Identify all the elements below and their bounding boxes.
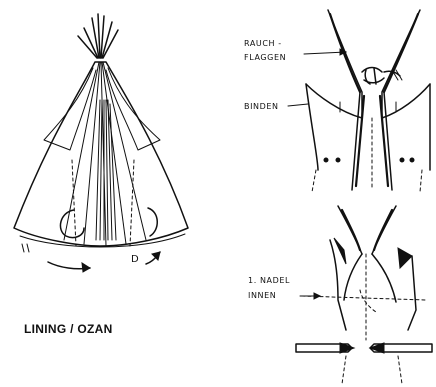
label-binden: BINDEN [244, 102, 279, 111]
figure-caption: LINING / OZAN [24, 322, 113, 336]
lacing-pin-detail [296, 206, 432, 384]
tipi-poles [78, 14, 118, 58]
arrow-right-base [146, 252, 160, 264]
lacing-pin-right [370, 343, 432, 353]
label-nadel-line2: INNEN [248, 291, 276, 300]
lacing-pin-left [296, 343, 354, 353]
tipi-drawing: D [14, 14, 188, 272]
mark-d: D [131, 254, 139, 265]
label-rauch-line1: RAUCH - [244, 39, 282, 48]
tipi-hatching [96, 100, 116, 240]
tipi-left-flap [44, 68, 96, 150]
arrow-left-base [48, 262, 90, 272]
binding-knot [362, 68, 402, 85]
smoke-flaps-detail [288, 10, 430, 192]
label-rauch-line2: FLAGGEN [244, 53, 286, 62]
label-nadel-line1: 1. NADEL [248, 276, 290, 285]
